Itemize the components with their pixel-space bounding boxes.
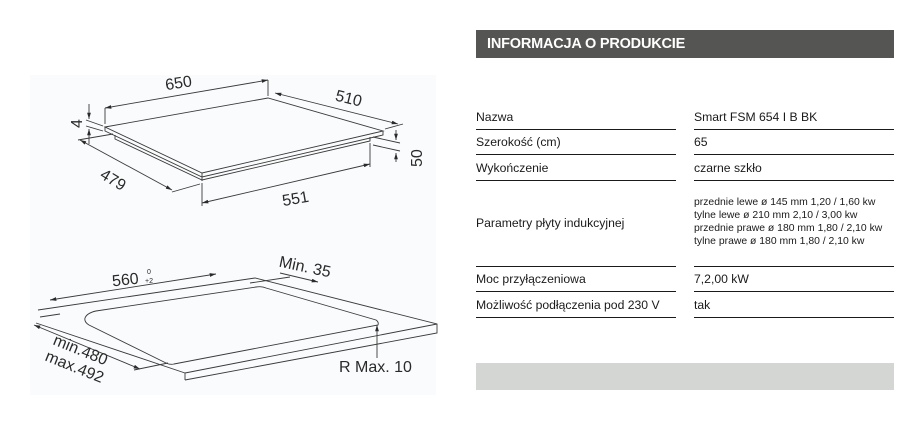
spec-row-finish: Wykończenie czarne szkło bbox=[476, 155, 894, 181]
spec-value: przednie lewe ø 145 mm 1,20 / 1,60 kw ty… bbox=[694, 181, 894, 267]
spec-label: Parametry płyty indukcyjnej bbox=[476, 181, 676, 267]
dim-thickness-4: 4 bbox=[69, 119, 86, 128]
footer-bar bbox=[476, 363, 894, 390]
countertop-cutout-drawing bbox=[33, 272, 438, 381]
dim-radius: R Max. 10 bbox=[339, 359, 412, 376]
product-info-title: INFORMACJA O PRODUKCIE bbox=[476, 30, 894, 58]
spec-value: 7,2,00 kW bbox=[694, 267, 894, 292]
spec-label: Nazwa bbox=[476, 104, 676, 130]
hob-dimension-drawing: 650 510 4 50 479 551 bbox=[33, 73, 438, 387]
spec-row-name: Nazwa Smart FSM 654 I B BK bbox=[476, 104, 894, 130]
spec-row-230v: Możliwość podłączenia pod 230 V tak bbox=[476, 292, 894, 318]
product-info-panel: INFORMACJA O PRODUKCIE bbox=[476, 30, 894, 58]
spec-row-induction-params: Parametry płyty indukcyjnej przednie lew… bbox=[476, 181, 894, 267]
spec-row-power: Moc przyłączeniowa 7,2,00 kW bbox=[476, 267, 894, 292]
dim-depth-510: 510 bbox=[334, 88, 364, 111]
spec-value: czarne szkło bbox=[694, 155, 894, 181]
spec-table: Nazwa Smart FSM 654 I B BK Szerokość (cm… bbox=[476, 104, 894, 318]
spec-row-width: Szerokość (cm) 65 bbox=[476, 130, 894, 155]
cutout-dimension-labels: 560 0 +2 Min. 35 min.480 max.492 R Max. … bbox=[43, 254, 412, 387]
dim-cutout-560: 560 bbox=[111, 271, 139, 291]
spec-value: tak bbox=[694, 292, 894, 318]
spec-label: Moc przyłączeniowa bbox=[476, 267, 676, 292]
dimension-diagram: 650 510 4 50 479 551 bbox=[30, 73, 438, 395]
dim-width-650: 650 bbox=[164, 73, 193, 94]
spec-label: Szerokość (cm) bbox=[476, 130, 676, 155]
top-dimension-labels: 650 510 4 50 479 551 bbox=[69, 73, 426, 210]
spec-value: Smart FSM 654 I B BK bbox=[694, 104, 894, 130]
dim-cutout-479: 479 bbox=[97, 166, 129, 194]
dim-cutout-551: 551 bbox=[281, 189, 310, 210]
dim-tolerance-upper: 0 bbox=[147, 269, 151, 276]
hob-top-drawing bbox=[77, 79, 404, 206]
spec-label: Wykończenie bbox=[476, 155, 676, 181]
spec-label: Możliwość podłączenia pod 230 V bbox=[476, 292, 676, 318]
spec-value: 65 bbox=[694, 130, 894, 155]
dim-height-50: 50 bbox=[409, 149, 426, 167]
dim-tolerance-lower: +2 bbox=[145, 278, 153, 285]
